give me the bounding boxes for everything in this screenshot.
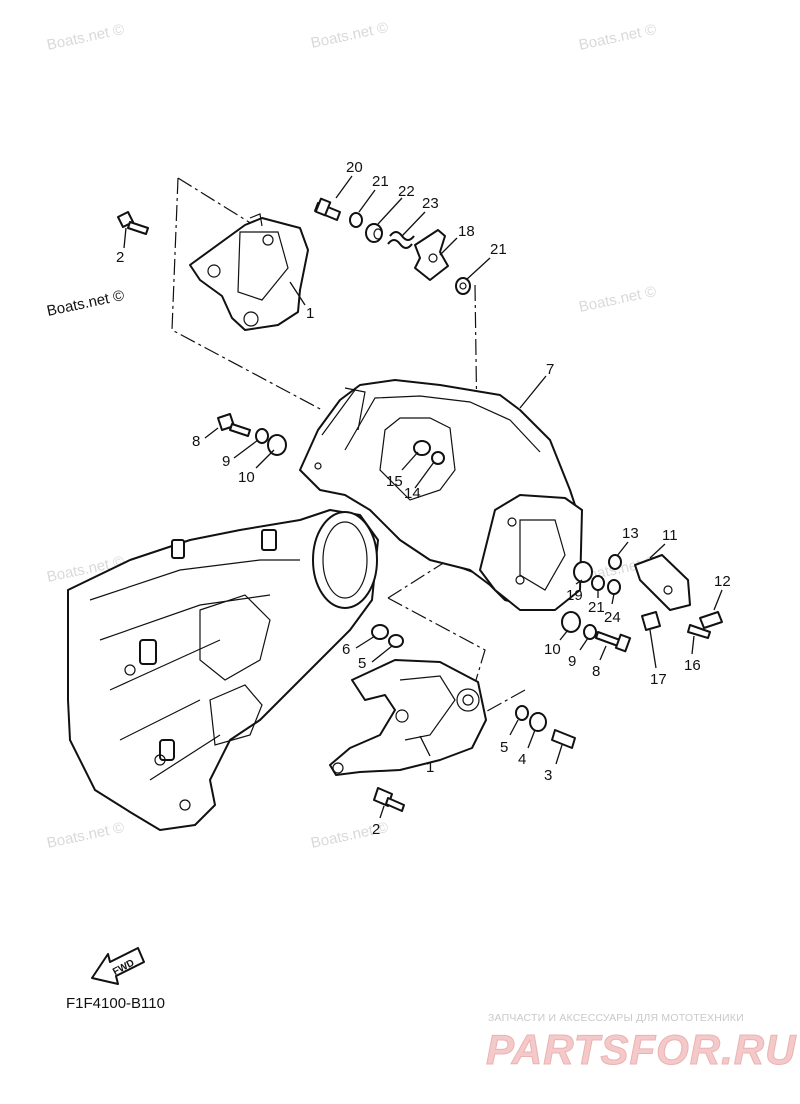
top-hardware [314,197,471,295]
part-number: 2 [116,249,124,266]
part-number: 24 [604,609,621,626]
jet-pump-body [67,509,379,831]
part-number: 5 [500,739,508,756]
part-number: 18 [458,223,475,240]
brand-tagline: ЗАПЧАСТИ И АКСЕССУАРЫ ДЛЯ МОТОТЕХНИКИ [488,1012,744,1024]
watermark: Boats.net © [577,21,657,54]
part-number: 19 [566,587,583,604]
part-number: 21 [372,173,389,190]
part-number: 7 [546,361,554,378]
part-number: 17 [650,671,667,688]
part-number: 6 [342,641,350,658]
part-number: 1 [426,759,434,776]
lower-mount-bracket [329,659,487,776]
upper-mount-bracket [189,213,309,331]
part-number: 10 [544,641,561,658]
part-number: 14 [404,485,421,502]
watermark: Boats.net © [577,283,657,316]
part-number: 1 [306,305,314,322]
part-number: 4 [518,751,526,768]
part-number: 3 [544,767,552,784]
part-number: 10 [238,469,255,486]
part-number: 13 [622,525,639,542]
part-callouts: 20 21 22 23 18 21 2 1 7 8 9 10 15 14 13 … [116,159,731,838]
part-number: 15 [386,473,403,490]
diagram-code: F1F4100-B110 [66,995,165,1012]
watermark: Boats.net © [45,819,125,852]
part-number: 8 [592,663,600,680]
part-number: 16 [684,657,701,674]
part-number: 9 [568,653,576,670]
leader-lines [123,175,723,819]
part-number: 21 [588,599,605,616]
part-number: 20 [346,159,363,176]
part-number: 2 [372,821,380,838]
brand-block: ЗАПЧАСТИ И АКСЕССУАРЫ ДЛЯ МОТОТЕХНИКИ PA… [486,1012,797,1074]
part-number: 22 [398,183,415,200]
watermark: Boats.net © [45,21,125,54]
part-number: 11 [662,527,678,544]
fwd-arrow-icon: FWD [91,947,145,985]
part-number: 9 [222,453,230,470]
watermark: Boats.net © [309,19,389,52]
bolt-top [117,211,149,235]
part-number: 8 [192,433,200,450]
part-number: 23 [422,195,439,212]
part-number: 5 [358,655,366,672]
right-hardware [217,413,723,812]
part-number: 12 [714,573,731,590]
part-number: 21 [490,241,507,258]
watermark-dark: Boats.net © [45,287,125,320]
pump-housing [299,379,583,611]
brand-logo: PARTSFOR.RU [486,1026,797,1073]
